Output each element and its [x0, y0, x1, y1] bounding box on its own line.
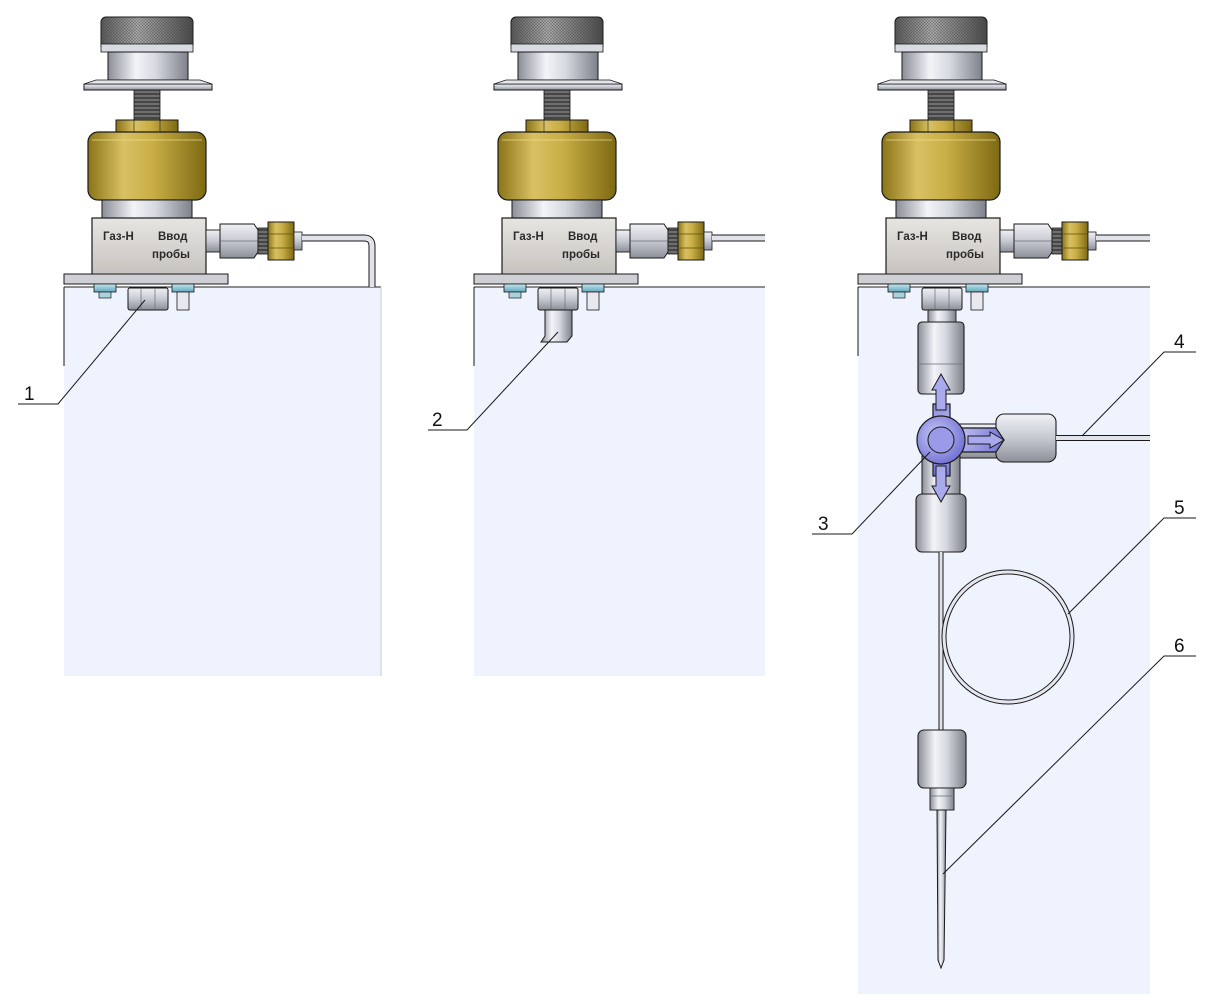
block-label-gas: Газ-Н [103, 231, 134, 243]
block-label-inlet-2: пробы [152, 249, 190, 261]
block-label-inlet-2: пробы [562, 249, 600, 261]
injection-needle [936, 809, 947, 970]
adapter-nozzle [540, 309, 573, 343]
callout-6: 6 [1174, 636, 1185, 657]
callout-5: 5 [1174, 498, 1185, 519]
callout-3: 3 [818, 514, 829, 535]
assembly-panel-3: Газ-Н Ввод пробы [812, 16, 1196, 994]
mount-panel-1 [64, 288, 381, 676]
callout-1: 1 [24, 384, 35, 405]
plug-fitting [127, 287, 169, 311]
callout-4: 4 [1174, 332, 1185, 353]
assembly-panel-1: Газ-Н Ввод пробы 1 [18, 16, 382, 676]
block-label-inlet-1: Ввод [568, 231, 598, 243]
three-way-stopcock [916, 372, 1006, 504]
adapter-nut [537, 287, 579, 311]
block-label-inlet-2: пробы [946, 249, 984, 261]
assembly-panel-2: Газ-Н Ввод пробы 2 [428, 16, 765, 676]
block-label-gas: Газ-Н [513, 231, 544, 243]
block-label-inlet-1: Ввод [158, 231, 188, 243]
block-label-inlet-1: Ввод [952, 231, 982, 243]
block-label-gas: Газ-Н [897, 231, 928, 243]
mount-panel-2 [474, 288, 765, 676]
mount-panel-3 [858, 288, 1150, 994]
callout-2: 2 [432, 410, 443, 431]
side-luer-connector [995, 413, 1057, 463]
